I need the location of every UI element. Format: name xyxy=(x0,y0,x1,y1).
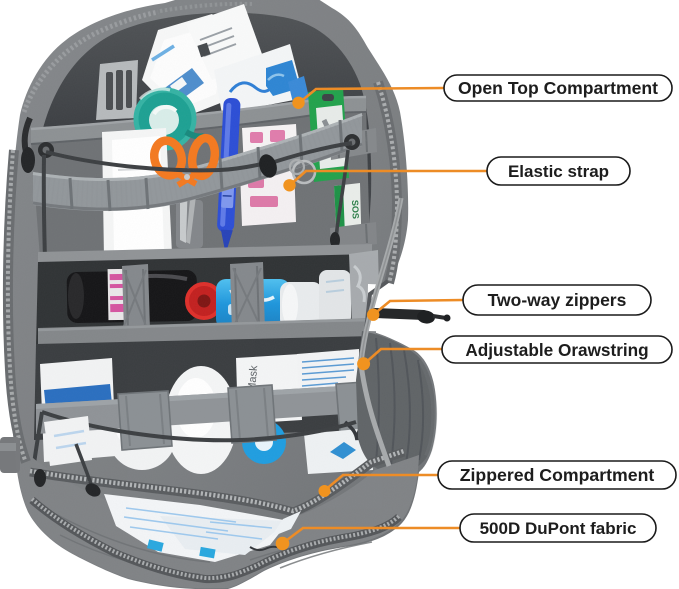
svg-text:500D DuPont fabric: 500D DuPont fabric xyxy=(480,519,637,538)
svg-text:Zippered Compartment: Zippered Compartment xyxy=(460,465,655,485)
svg-text:Open Top Compartment: Open Top Compartment xyxy=(458,78,658,98)
svg-text:Adjustable Orawstring: Adjustable Orawstring xyxy=(465,340,648,360)
svg-text:Elastic strap: Elastic strap xyxy=(508,162,609,181)
svg-text:Two-way zippers: Two-way zippers xyxy=(488,290,627,310)
